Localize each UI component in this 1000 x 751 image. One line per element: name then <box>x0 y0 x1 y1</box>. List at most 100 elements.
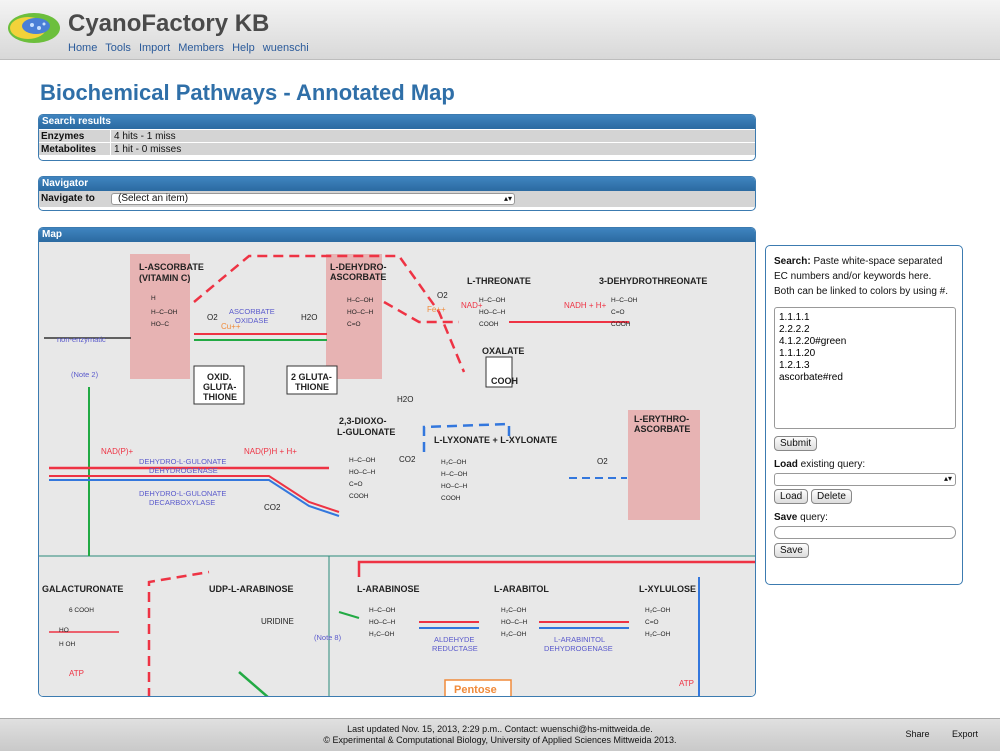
map-title: Map <box>39 228 755 242</box>
highlight-dehydroascorbate <box>326 254 382 379</box>
map-panel: Map <box>38 227 756 697</box>
svg-text:NADH + H+: NADH + H+ <box>564 301 607 310</box>
svg-text:L-GULONATE: L-GULONATE <box>337 427 395 437</box>
navigate-to-value: (Select an item) <box>118 193 189 204</box>
table-row: Enzymes 4 hits - 1 miss <box>39 129 755 142</box>
svg-text:GLUTA-: GLUTA- <box>203 382 236 392</box>
svg-text:CO2: CO2 <box>399 455 416 464</box>
svg-text:H OH: H OH <box>59 641 76 648</box>
nav-tools[interactable]: Tools <box>105 42 131 54</box>
svg-text:H–C–OH: H–C–OH <box>369 607 396 614</box>
save-query-input[interactable] <box>774 526 956 539</box>
pathway-map[interactable]: L-ASCORBATE (VITAMIN C) L-DEHYDRO- ASCOR… <box>39 242 755 697</box>
svg-text:CO2: CO2 <box>264 503 281 512</box>
svg-text:COOH: COOH <box>611 321 631 328</box>
cyanofactory-logo[interactable] <box>6 6 64 50</box>
label-lyxonate-xylonate: L-LYXONATE + L-XYLONATE <box>434 435 557 445</box>
label-dioxo-gulonate: 2,3-DIOXO- <box>339 416 387 426</box>
app-title: CyanoFactory KB <box>68 10 270 37</box>
search-help: Search: Paste white-space separated EC n… <box>774 256 948 297</box>
label-galacturonate: GALACTURONATE <box>42 584 123 594</box>
svg-text:C=O: C=O <box>349 481 363 488</box>
label-arabinitol-dehydrogenase: L-ARABINITOL <box>554 635 605 644</box>
navigate-to-label: Navigate to <box>41 193 95 204</box>
svg-text:O2: O2 <box>437 291 448 300</box>
svg-text:HO–C–H: HO–C–H <box>347 309 374 316</box>
metabolites-value: 1 hit - 0 misses <box>114 144 182 155</box>
load-query-select[interactable]: ▴▾ <box>774 473 956 486</box>
svg-text:ATP: ATP <box>69 669 84 678</box>
svg-text:H–C–OH: H–C–OH <box>151 309 178 316</box>
svg-text:H: H <box>151 295 156 302</box>
label-note8: (Note 8) <box>314 633 342 642</box>
label-nadp: NAD(P)+ <box>101 447 134 456</box>
svg-text:H₂C–OH: H₂C–OH <box>369 631 395 638</box>
svg-text:H₂C–OH: H₂C–OH <box>645 631 671 638</box>
navigator-title: Navigator <box>39 177 755 191</box>
label-erythroascorbate: L-ERYTHRO- <box>634 414 689 424</box>
svg-text:C=O: C=O <box>611 309 625 316</box>
nav-user[interactable]: wuenschi <box>262 42 309 54</box>
export-link[interactable]: Export <box>951 729 978 739</box>
svg-text:Fe++: Fe++ <box>427 305 446 314</box>
select-arrows-icon: ▴▾ <box>503 194 512 203</box>
footer: Last updated Nov. 15, 2013, 2:29 p.m.. C… <box>0 718 1000 751</box>
pathway-map-canvas[interactable]: L-ASCORBATE (VITAMIN C) L-DEHYDRO- ASCOR… <box>39 242 755 697</box>
page-title: Biochemical Pathways - Annotated Map <box>40 80 455 105</box>
delete-button[interactable]: Delete <box>811 489 852 504</box>
nav-home[interactable]: Home <box>68 42 98 54</box>
svg-text:DEHYDROGENASE: DEHYDROGENASE <box>149 466 218 475</box>
nav-help[interactable]: Help <box>232 42 255 54</box>
share-link[interactable]: Share <box>905 729 930 739</box>
svg-text:H₂C–OH: H₂C–OH <box>441 459 467 466</box>
svg-text:Cu++: Cu++ <box>221 322 241 331</box>
submit-button[interactable]: Submit <box>774 436 818 451</box>
label-vitamin-c: (VITAMIN C) <box>139 273 190 283</box>
select-arrows-icon: ▴▾ <box>943 474 952 483</box>
label-dehydroascorbate: L-DEHYDRO- <box>330 262 387 272</box>
svg-text:THIONE: THIONE <box>203 392 237 402</box>
label-non-enzymatic: non-enzymatic <box>57 335 106 344</box>
save-query-label: Save query: <box>774 512 828 523</box>
save-button[interactable]: Save <box>774 543 809 558</box>
label-aldehyde-reductase: ALDEHYDE <box>434 635 474 644</box>
highlight-ascorbate <box>130 254 190 379</box>
svg-text:NAD+: NAD+ <box>461 301 483 310</box>
enzymes-value: 4 hits - 1 miss <box>114 131 176 142</box>
svg-text:H₂C–OH: H₂C–OH <box>501 607 527 614</box>
svg-text:O2: O2 <box>597 457 608 466</box>
label-xylulose: L-XYLULOSE <box>639 584 696 594</box>
label-gulonate-decarboxylase: DEHYDRO-L-GULONATE <box>139 489 226 498</box>
svg-text:OXID.: OXID. <box>207 372 232 382</box>
svg-text:O2: O2 <box>207 313 218 322</box>
svg-text:HO: HO <box>59 627 69 634</box>
svg-text:ASCORBATE: ASCORBATE <box>330 272 386 282</box>
navigate-to-select[interactable]: (Select an item) ▴▾ <box>111 193 515 205</box>
svg-text:H–C–OH: H–C–OH <box>347 297 374 304</box>
svg-text:ATP: ATP <box>679 679 694 688</box>
enzymes-label: Enzymes <box>39 130 111 142</box>
nav-import[interactable]: Import <box>138 42 171 54</box>
nav-members[interactable]: Members <box>178 42 225 54</box>
svg-text:HO–C–H: HO–C–H <box>479 309 506 316</box>
metabolites-label: Metabolites <box>39 143 111 155</box>
svg-text:DECARBOXYLASE: DECARBOXYLASE <box>149 498 215 507</box>
navigator-panel: Navigator Navigate to (Select an item) ▴… <box>38 176 756 211</box>
query-textarea[interactable]: 1.1.1.1 2.2.2.2 4.1.2.20#green 1.1.1.20 … <box>774 307 956 429</box>
svg-text:HO–C: HO–C <box>151 321 169 328</box>
load-button[interactable]: Load <box>774 489 809 504</box>
svg-text:H₂C–OH: H₂C–OH <box>501 631 527 638</box>
svg-text:COOH: COOH <box>491 376 518 386</box>
label-dehydrothreonate: 3-DEHYDROTHREONATE <box>599 276 707 286</box>
svg-text:C=O: C=O <box>347 321 361 328</box>
label-threonate: L-THREONATE <box>467 276 531 286</box>
label-pentose: Pentose <box>454 684 497 696</box>
svg-text:HO–C–H: HO–C–H <box>349 469 376 476</box>
svg-text:OXIDASE: OXIDASE <box>235 316 268 325</box>
label-gulonate-dehydrogenase: DEHYDRO-L-GULONATE <box>139 457 226 466</box>
svg-text:HO–C–H: HO–C–H <box>369 619 396 626</box>
svg-text:COOH: COOH <box>349 493 369 500</box>
svg-text:H2O: H2O <box>301 313 317 322</box>
svg-text:H–C–OH: H–C–OH <box>441 471 468 478</box>
footer-updated: Last updated Nov. 15, 2013, 2:29 p.m.. C… <box>347 724 653 734</box>
